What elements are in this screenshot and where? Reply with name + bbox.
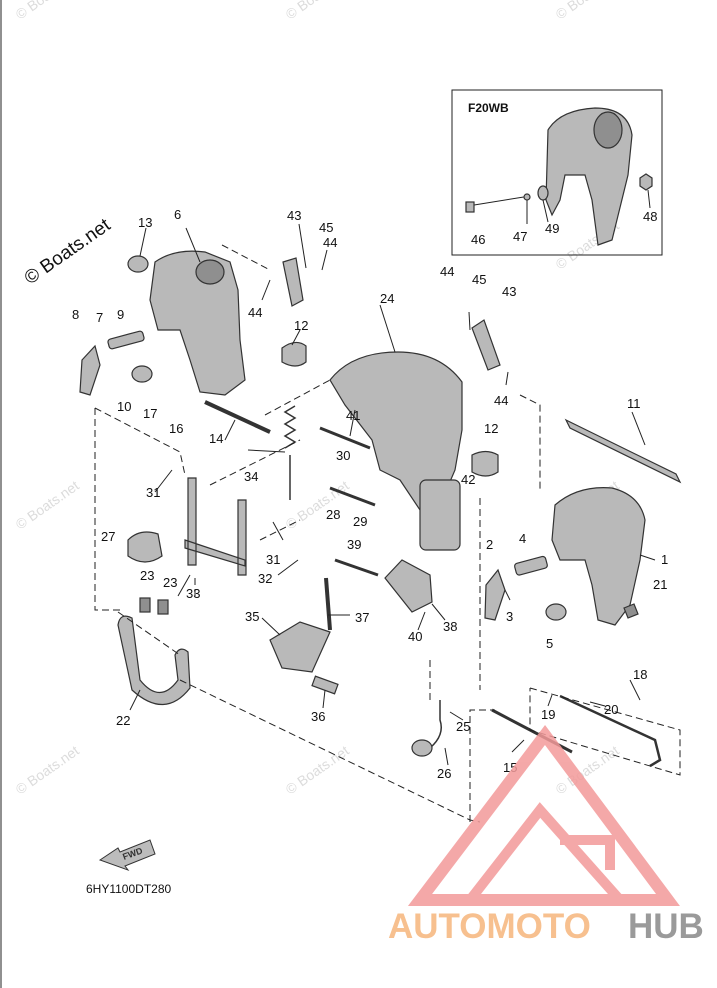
callout-40: 40	[408, 629, 422, 644]
brand-watermark: © Boats.net	[21, 214, 115, 289]
callout-28: 28	[326, 507, 340, 522]
callout-20: 20	[604, 702, 618, 717]
watermark-text: © Boats.net	[13, 0, 82, 22]
carry-handle	[117, 615, 191, 706]
callout-11: 11	[627, 396, 641, 411]
callout-17: 17	[143, 406, 157, 421]
callout-31: 31	[266, 552, 280, 567]
callout-4: 4	[519, 531, 526, 546]
leader-lines	[129, 223, 656, 766]
callout-8: 8	[72, 307, 79, 322]
callout-29: 29	[353, 514, 367, 529]
callout-6: 6	[174, 207, 181, 222]
callout-26: 26	[437, 766, 451, 781]
through-tube	[564, 418, 682, 484]
callout-49: 49	[545, 221, 559, 236]
callout-2: 2	[486, 537, 493, 552]
callout-3: 3	[506, 609, 513, 624]
callout-9: 9	[117, 307, 124, 322]
callout-12: 12	[484, 421, 498, 436]
callout-48: 48	[643, 209, 657, 224]
callout-23: 23	[163, 575, 177, 590]
bushing	[127, 255, 149, 273]
bushing-12	[281, 341, 307, 367]
callout-44: 44	[323, 235, 337, 250]
watermark-text: © Boats.net	[13, 742, 82, 797]
callout-34: 34	[244, 469, 258, 484]
callout-37: 37	[355, 610, 369, 625]
drawing-code: 6HY1100DT280	[86, 882, 171, 896]
callout-32: 32	[258, 571, 272, 586]
logo-mark-icon	[407, 725, 680, 906]
callout-24: 24	[380, 291, 394, 306]
fwd-arrow-icon: FWD	[98, 839, 156, 872]
logo-part1: AUTOMOTO	[388, 907, 591, 946]
callout-19: 19	[541, 707, 555, 722]
watermark-text: © Boats.net	[553, 0, 622, 22]
callout-42: 42	[461, 472, 475, 487]
steering-shaft	[419, 479, 461, 551]
callout-43: 43	[502, 284, 516, 299]
callout-16: 16	[169, 421, 183, 436]
watermark-text: © Boats.net	[283, 477, 352, 532]
callout-38: 38	[443, 619, 457, 634]
callout-43: 43	[287, 208, 301, 223]
callout-14: 14	[209, 431, 223, 446]
callout-31: 31	[146, 485, 160, 500]
inset-f20wb: F20WB	[451, 89, 663, 256]
callout-44: 44	[440, 264, 454, 279]
watermark-text: © Boats.net	[13, 477, 82, 532]
clamp-bracket-left	[149, 250, 246, 396]
callout-39: 39	[347, 537, 361, 552]
watermark-text: © Boats.net	[283, 742, 352, 797]
callout-7: 7	[96, 310, 103, 325]
callout-45: 45	[319, 220, 333, 235]
callout-13: 13	[138, 215, 152, 230]
inset-label: F20WB	[468, 101, 509, 115]
callout-labels: 1 2 3 4 5 6 7 8 9 10 11 12 12 13 14 15 1…	[72, 207, 668, 781]
callout-33: 33	[186, 586, 200, 601]
callout-27: 27	[101, 529, 115, 544]
callout-10: 10	[117, 399, 131, 414]
callout-30: 30	[336, 448, 350, 463]
callout-23: 23	[140, 568, 154, 583]
callout-22: 22	[116, 713, 130, 728]
callout-21: 21	[653, 577, 667, 592]
callout-12: 12	[294, 318, 308, 333]
logo-part2: HUB	[628, 907, 704, 946]
callout-25: 25	[456, 719, 470, 734]
callout-5: 5	[546, 636, 553, 651]
callout-47: 47	[513, 229, 527, 244]
watermark-text: © Boats.net	[283, 0, 352, 22]
callout-45: 45	[472, 272, 486, 287]
callout-36: 36	[311, 709, 325, 724]
assembly-lines	[94, 244, 681, 823]
parts	[79, 250, 682, 768]
callout-44: 44	[494, 393, 508, 408]
logo-text: AUTOMOTO HUB	[388, 907, 704, 946]
callout-41: 41	[346, 408, 360, 423]
callout-44: 44	[248, 305, 262, 320]
callout-35: 35	[245, 609, 259, 624]
callout-46: 46	[471, 232, 485, 247]
callout-18: 18	[633, 667, 647, 682]
callout-1: 1	[661, 552, 668, 567]
clamp-bracket-right	[551, 487, 646, 626]
